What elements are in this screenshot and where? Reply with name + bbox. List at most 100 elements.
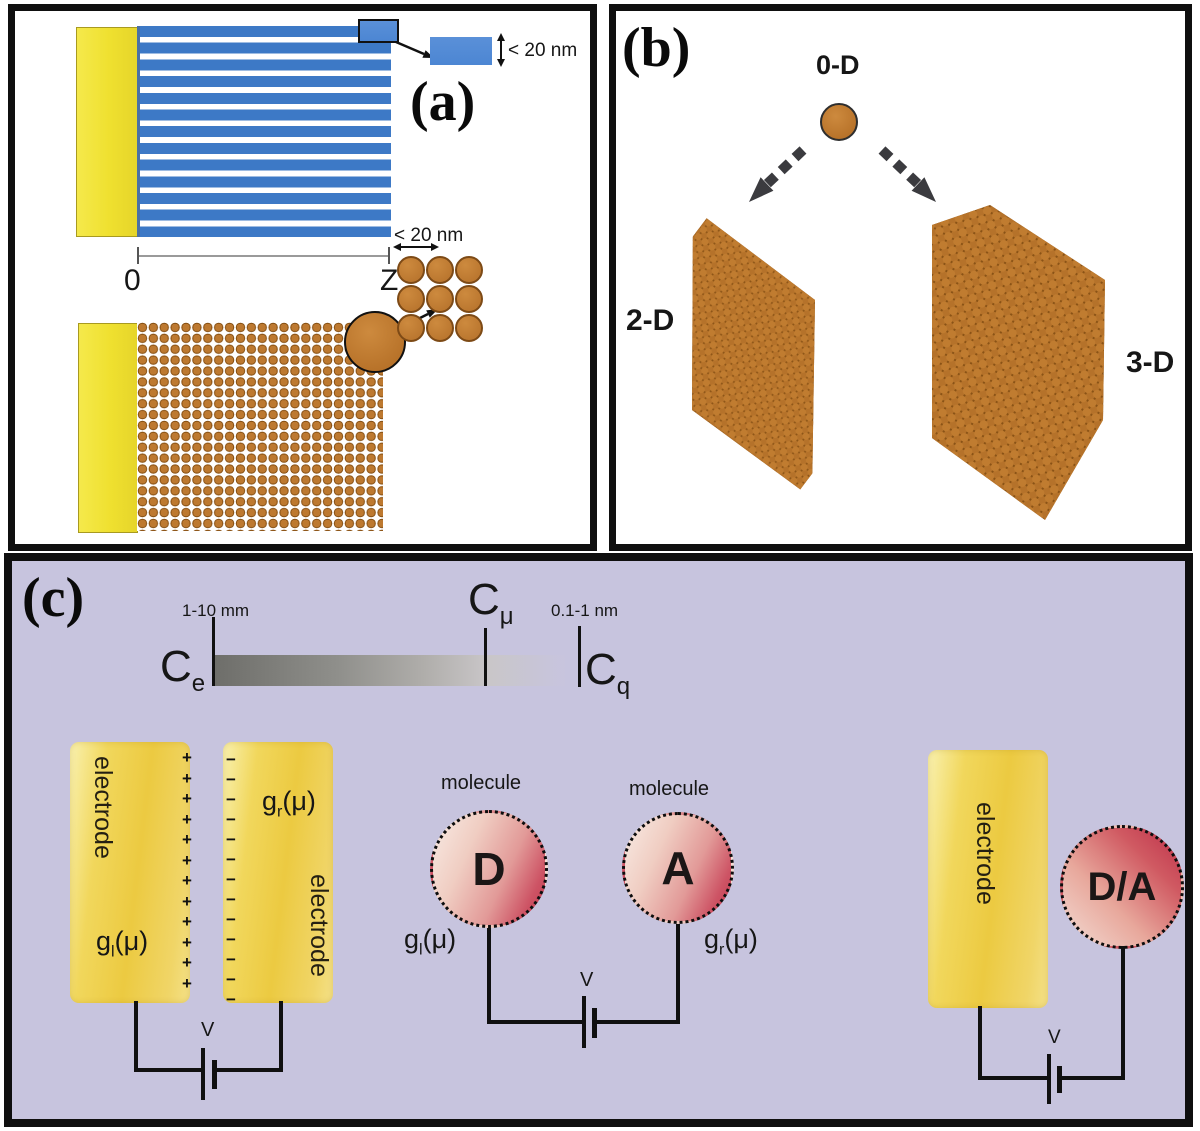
electrode-label: electrode [971,802,999,905]
two-d-label: 2-D [626,304,675,337]
three-d-label: 3-D [1126,346,1175,379]
nanowire-stripes [140,26,391,237]
donor-acceptor-label: D/A [1087,864,1157,909]
g-arg: (μ) [724,924,758,954]
g-sub: l [419,941,423,959]
nano-length-label: 0.1-1 nm [551,601,619,620]
wire [978,1006,982,1080]
donor-acceptor-molecule: D/A [1060,825,1184,949]
minus-sign: − [226,910,236,929]
minus-sign: − [226,770,236,789]
nanocrystal-zoom-circle [344,311,406,373]
wire [487,1020,584,1024]
nanocrystal-3x3-inset [397,256,483,342]
battery-long-plate [582,996,586,1048]
g-base: g [704,924,720,954]
voltage-label: V [580,969,594,991]
plus-sign: + [182,912,192,932]
c-q-base: C [585,645,617,694]
nanocrystal-array [137,322,383,531]
nanocrystal [426,314,454,342]
plus-sign: + [182,871,192,891]
axis-origin-label: 0 [124,264,141,297]
nanocrystal [397,314,425,342]
horizontal-double-arrow-icon [393,243,439,251]
minus-sign: − [226,830,236,849]
wire [597,1020,678,1024]
electrode-block-bottom [78,323,138,533]
c-mu-label: Cμ [468,578,514,629]
donor-label: D [472,843,506,895]
left-electrode [70,742,190,1003]
scale-tick-mu [484,628,487,686]
molecule-title-left: molecule [441,772,522,794]
plus-sign: + [182,932,192,952]
minus-sign: − [226,870,236,889]
g-arg: (μ) [422,924,457,954]
acceptor-molecule: A [622,812,734,924]
voltage-label: V [1048,1027,1061,1048]
nanowire-zoomed-rect [430,37,492,65]
g-base: g [262,786,278,816]
g-right-label: gr(μ) [704,924,758,958]
c-e-label: Ce [160,642,205,696]
plus-sign: + [182,809,192,829]
zero-d-nanocrystal [820,103,858,141]
minus-sign: − [226,810,236,829]
panel-b-label: (b) [622,17,691,79]
g-sub: r [719,941,725,959]
plus-sign: + [182,789,192,809]
scale-tick-left [212,617,215,686]
c-q-label: Cq [585,645,630,699]
plus-sign: + [182,953,192,973]
electrode-block-top [76,27,138,237]
assembly-arrow-right-icon [878,146,936,202]
g-left-label: gl(μ) [96,926,149,960]
nanowire-zoom-source-rect [358,19,399,43]
minus-sign: − [226,890,236,909]
macro-length-label: 1-10 mm [182,601,250,620]
c-e-base: C [160,642,192,691]
minus-sign: − [226,950,236,969]
capacitance-scale-bar [215,655,565,686]
molecule-title-right: molecule [629,778,710,800]
c-e-sub: e [191,669,206,697]
nanocrystal [455,314,483,342]
g-left-label: gl(μ) [404,924,457,958]
nanowire-size-label: < 20 nm [508,40,578,61]
nanocrystal [455,285,483,313]
wire [134,1001,138,1072]
plus-sign: + [182,973,192,993]
negative-charge-column: −−−−−−−−−−−−− [222,750,240,1009]
wire [1121,946,1125,1080]
scale-tick-q [578,626,581,687]
c-mu-sub: μ [499,602,514,630]
positive-charge-column: ++++++++++++ [178,748,196,994]
left-electrode-label: electrode [89,756,117,859]
wire [217,1068,281,1072]
nanocrystal [397,285,425,313]
z-axis-line [138,255,390,257]
right-electrode-label: electrode [305,874,333,977]
g-base: g [404,924,420,954]
battery-long-plate [201,1048,205,1100]
g-sub: r [277,803,283,821]
plus-sign: + [182,830,192,850]
panel-c-label: (c) [22,567,85,629]
plus-sign: + [182,850,192,870]
wire [279,1001,283,1072]
axis-z-label: Z [380,264,399,297]
battery-short-plate [212,1060,217,1089]
g-arg: (μ) [114,926,149,956]
g-base: g [96,926,112,956]
wire [1062,1076,1123,1080]
minus-sign: − [226,990,236,1009]
g-arg: (μ) [282,786,316,816]
wire [676,924,680,1024]
vertical-double-arrow-icon [497,33,505,67]
right-electrode [223,742,333,1003]
plus-sign: + [182,748,192,767]
wire [487,928,491,1024]
g-sub: l [111,943,115,961]
